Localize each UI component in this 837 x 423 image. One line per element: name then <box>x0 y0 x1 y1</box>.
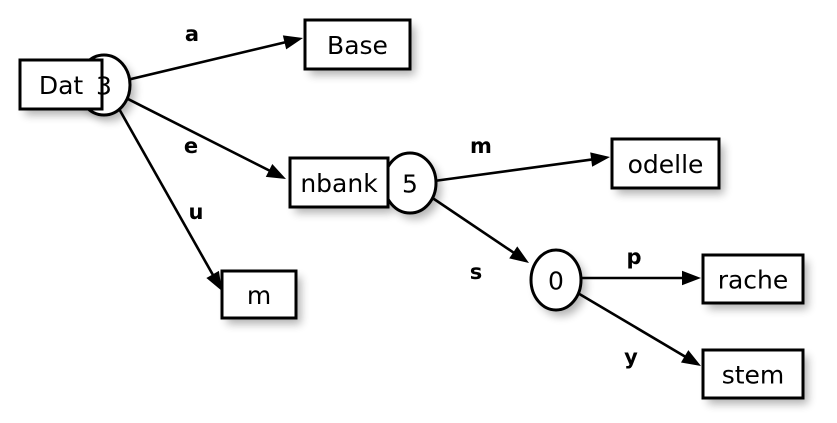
edge-label-u: u <box>189 200 204 224</box>
node-zero[interactable]: 0 <box>529 248 586 316</box>
node-box[interactable] <box>18 58 104 111</box>
node-odelle[interactable]: odelle <box>610 137 724 194</box>
node-nbank[interactable]: nbank 5 <box>288 151 441 219</box>
node-box-label: odelle <box>628 150 704 179</box>
edge-line <box>433 157 595 183</box>
node-ellipse-label: 0 <box>548 267 564 296</box>
edge-p-to-rache <box>579 270 701 286</box>
node-box[interactable] <box>610 137 721 190</box>
node-box-label: m <box>247 281 271 310</box>
edge-arrowhead <box>590 152 610 167</box>
node-box[interactable] <box>701 253 805 305</box>
edge-label-m: m <box>470 134 492 158</box>
edge-label-y: y <box>624 345 638 369</box>
edge-label-p: p <box>626 245 641 269</box>
node-ellipse-label: 3 <box>96 72 112 101</box>
node-box-label: stem <box>722 361 785 390</box>
edge-arrowhead <box>680 350 701 366</box>
node-box-label: Dat <box>39 71 84 100</box>
edge-s-to-zero <box>430 195 529 263</box>
node-ellipse-label: 5 <box>402 170 418 199</box>
node-box[interactable] <box>220 269 298 320</box>
node-m-leaf[interactable]: m <box>220 269 301 324</box>
node-box[interactable] <box>303 18 412 71</box>
edge-label-s: s <box>470 260 483 284</box>
edge-labels-layer: a e u m s p y <box>184 22 642 369</box>
edge-arrowhead <box>282 35 303 50</box>
node-box[interactable] <box>288 156 390 209</box>
edge-line <box>125 96 273 173</box>
edge-line <box>126 40 288 82</box>
edge-line <box>116 106 216 278</box>
edge-label-a: a <box>185 22 199 46</box>
edge-arrowhead <box>509 246 529 263</box>
edge-u-to-m-leaf <box>116 106 222 291</box>
node-box-label: Base <box>327 31 388 60</box>
node-box-label: rache <box>718 266 789 295</box>
edge-a-to-base <box>126 35 303 82</box>
edge-y-to-stem <box>575 290 701 366</box>
node-rache[interactable]: rache <box>701 253 808 309</box>
node-ellipse[interactable] <box>529 248 583 312</box>
edges-layer <box>116 35 701 366</box>
node-stem[interactable]: stem <box>701 348 808 404</box>
edge-m-to-odelle <box>433 152 610 183</box>
edge-line <box>575 290 688 359</box>
node-dat[interactable]: Dat 3 <box>18 53 135 121</box>
edge-e-to-nbank <box>125 96 286 179</box>
nodes-layer: Dat 3 Base nbank 5 odelle 0 rache stem m <box>18 18 808 404</box>
edge-label-e: e <box>184 134 198 158</box>
edge-arrowhead <box>265 163 286 179</box>
edge-arrowhead <box>682 270 701 286</box>
edge-line <box>430 195 517 256</box>
node-base[interactable]: Base <box>303 18 415 75</box>
edge-arrowhead <box>206 270 222 291</box>
node-box-label: nbank <box>300 169 378 198</box>
node-box[interactable] <box>701 348 805 400</box>
